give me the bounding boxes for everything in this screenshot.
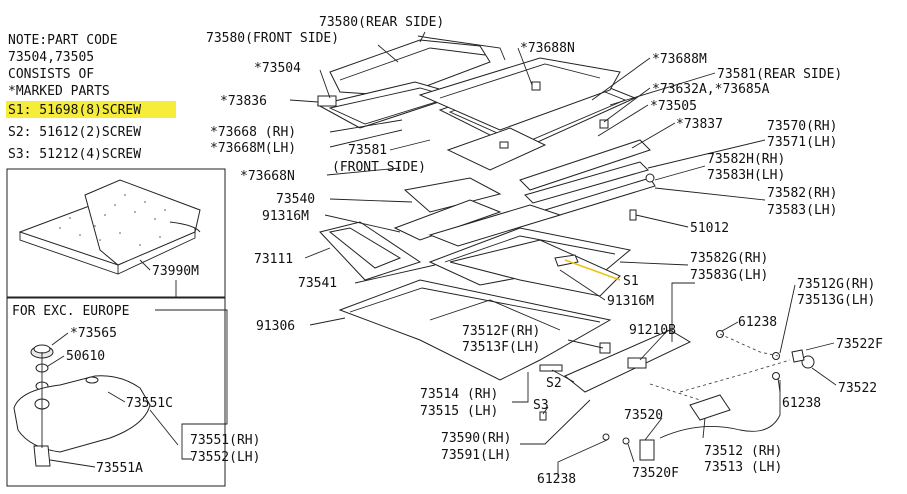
label-73668-rh: *73668 (RH) <box>210 125 296 140</box>
label-73836: *73836 <box>220 94 267 109</box>
label-73990m: 73990M <box>152 264 199 279</box>
label-73520: 73520 <box>624 408 663 423</box>
label-73111: 73111 <box>254 252 293 267</box>
label-73540: 73540 <box>276 192 315 207</box>
note-line-4: *MARKED PARTS <box>8 84 110 99</box>
label-73513f-lh: 73513F(LH) <box>462 340 540 355</box>
label-73551-rh: 73551(RH) <box>190 433 260 448</box>
label-73552-lh: 73552(LH) <box>190 450 260 465</box>
label-73581: 73581 <box>348 143 387 158</box>
label-73551a: 73551A <box>96 461 143 476</box>
label-73582-rh: 73582(RH) <box>767 186 837 201</box>
note-line-2: 73504,73505 <box>8 50 94 65</box>
label-73551c: 73551C <box>126 396 173 411</box>
label-73570-rh: 73570(RH) <box>767 119 837 134</box>
label-73688n: *73688N <box>520 41 575 56</box>
note-block: NOTE:PART CODE 73504,73505 CONSISTS OF *… <box>6 33 176 162</box>
label-61238-c: 61238 <box>537 472 576 487</box>
screw-s2: S2: 51612(2)SCREW <box>8 125 141 140</box>
label-73522: 73522 <box>838 381 877 396</box>
label-73582g-rh: 73582G(RH) <box>690 251 768 266</box>
label-73581-rear: 73581(REAR SIDE) <box>717 67 842 82</box>
label-73583h-lh: 73583H(LH) <box>707 168 785 183</box>
label-s2: S2 <box>546 376 562 391</box>
roof-assembly <box>316 35 815 461</box>
screw-highlight <box>6 101 176 118</box>
inset-exc-europe: FOR EXC. EUROPE *73565 50610 73551C 7355… <box>6 297 226 487</box>
label-91316m: 91316M <box>262 209 309 224</box>
label-61238-a: 61238 <box>738 315 777 330</box>
label-91210b: 91210B <box>629 323 676 338</box>
label-73668n: *73668N <box>240 169 295 184</box>
label-73512f-rh: 73512F(RH) <box>462 324 540 339</box>
label-73580-front: 73580(FRONT SIDE) <box>206 31 339 46</box>
leader-lines <box>289 31 837 478</box>
label-73520f: 73520F <box>632 466 679 481</box>
screw-s3: S3: 51212(4)SCREW <box>8 147 141 162</box>
inset-sunshade: 73990M <box>6 168 226 298</box>
label-73688m: *73688M <box>652 52 707 67</box>
label-91316m-2: 91316M <box>607 294 654 309</box>
label-61238-b: 61238 <box>782 396 821 411</box>
label-73512g-rh: 73512G(RH) <box>797 277 875 292</box>
label-91306: 91306 <box>256 319 295 334</box>
screw-s1: S1: 51698(8)SCREW <box>8 103 141 118</box>
label-73837: *73837 <box>676 117 723 132</box>
label-73583-lh: 73583(LH) <box>767 203 837 218</box>
label-s1: S1 <box>623 274 639 289</box>
label-73515-lh: 73515 (LH) <box>420 404 498 419</box>
label-73512-rh: 73512 (RH) <box>704 444 782 459</box>
label-73522f: 73522F <box>836 337 883 352</box>
note-line-1: NOTE:PART CODE <box>8 33 118 48</box>
part-labels: 73580(REAR SIDE) 73580(FRONT SIDE) *7350… <box>206 15 883 487</box>
label-73505: *73505 <box>650 99 697 114</box>
label-73541: 73541 <box>298 276 337 291</box>
label-73580-rear: 73580(REAR SIDE) <box>319 15 444 30</box>
label-73513-lh: 73513 (LH) <box>704 460 782 475</box>
label-73590-rh: 73590(RH) <box>441 431 511 446</box>
label-73583g-lh: 73583G(LH) <box>690 268 768 283</box>
label-73581-front-side: (FRONT SIDE) <box>332 160 426 175</box>
label-73504: *73504 <box>254 61 301 76</box>
label-73565: *73565 <box>70 326 117 341</box>
label-50610: 50610 <box>66 349 105 364</box>
label-51012: 51012 <box>690 221 729 236</box>
label-73632a: *73632A,*73685A <box>652 82 770 97</box>
note-line-3: CONSISTS OF <box>8 67 94 82</box>
label-73514-rh: 73514 (RH) <box>420 387 498 402</box>
label-73591-lh: 73591(LH) <box>441 448 511 463</box>
label-73513g-lh: 73513G(LH) <box>797 293 875 308</box>
inset-title: FOR EXC. EUROPE <box>12 304 129 319</box>
label-s3: S3 <box>533 398 549 413</box>
label-73668m-lh: *73668M(LH) <box>210 141 296 156</box>
label-73571-lh: 73571(LH) <box>767 135 837 150</box>
label-73582h-rh: 73582H(RH) <box>707 152 785 167</box>
